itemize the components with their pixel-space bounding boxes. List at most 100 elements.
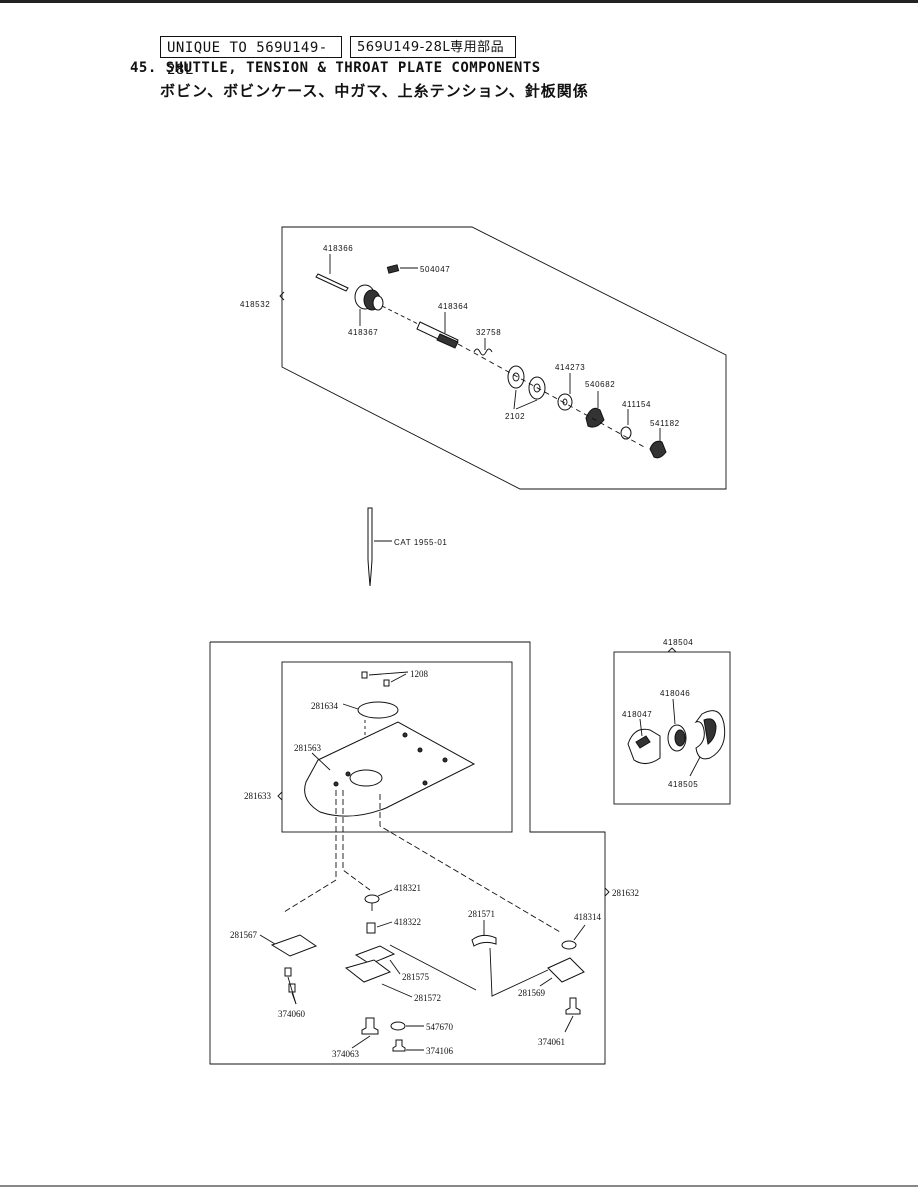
leader-418505 xyxy=(689,756,701,777)
shuttle-assembly-group: 418504 418046 418047 418505 xyxy=(613,638,731,805)
label-418047: 418047 xyxy=(622,710,652,719)
leader-418321 xyxy=(377,889,393,897)
plate-hole-5 xyxy=(333,781,339,787)
label-418046: 418046 xyxy=(660,689,690,698)
label-418504: 418504 xyxy=(663,638,693,647)
collar-418322 xyxy=(366,922,376,934)
screw-374060-a xyxy=(284,967,292,977)
label-32758: 32758 xyxy=(476,328,501,337)
leader-418314 xyxy=(573,924,586,941)
label-281572: 281572 xyxy=(414,993,441,1003)
label-418366: 418366 xyxy=(323,244,353,253)
label-281634: 281634 xyxy=(311,701,339,711)
washer-414273 xyxy=(557,393,573,411)
leader-281634 xyxy=(342,703,359,710)
label-1208: 1208 xyxy=(410,669,429,679)
label-418321: 418321 xyxy=(394,883,421,893)
screw-374063 xyxy=(361,1017,379,1035)
label-374063: 374063 xyxy=(332,1049,360,1059)
lever-281572 xyxy=(344,959,392,983)
plate-hole-2 xyxy=(417,747,423,753)
leader-281567 xyxy=(259,934,276,945)
label-needle: CAT 1955-01 xyxy=(394,538,447,547)
leader-418322 xyxy=(376,921,393,928)
plate-hole-6 xyxy=(345,771,351,777)
connector-418321 xyxy=(342,790,371,891)
throat-plate-group: 281633 281632 1208 281634 281563 xyxy=(209,641,639,1065)
label-504047: 504047 xyxy=(420,265,450,274)
label-374106: 374106 xyxy=(426,1046,454,1056)
bobbin-case-418047 xyxy=(627,728,661,764)
screw-374061 xyxy=(565,997,581,1015)
screw-1208-b xyxy=(383,679,390,687)
unique-to-box: UNIQUE TO 569U149-28L xyxy=(160,36,342,78)
tension-assembly-brace xyxy=(279,291,285,301)
label-547670: 547670 xyxy=(426,1022,454,1032)
feed-plate-281634 xyxy=(357,701,399,719)
leader-2102-b xyxy=(515,399,538,410)
plate-281575 xyxy=(354,945,396,965)
brace-281633 xyxy=(277,791,283,801)
throat-plate-281563 xyxy=(304,721,476,817)
tension-disc-hole-a xyxy=(512,372,520,382)
connector-281569 xyxy=(489,947,549,997)
leader-281575 xyxy=(389,959,401,975)
unique-label-jp: 569U149-28L専用部品 xyxy=(357,40,505,55)
label-411154: 411154 xyxy=(622,400,651,409)
throat-plate-inner-box xyxy=(281,661,513,833)
leader-281572 xyxy=(381,983,413,998)
axis-dash-2 xyxy=(457,343,647,449)
label-374061: 374061 xyxy=(538,1037,565,1047)
leader-374060-b xyxy=(291,992,297,1005)
spring-32758 xyxy=(473,348,493,356)
leader-281563 xyxy=(311,752,331,771)
label-374060: 374060 xyxy=(278,1009,306,1019)
lever-281569 xyxy=(547,957,585,983)
leader-374061 xyxy=(564,1015,574,1033)
label-540682: 540682 xyxy=(585,380,615,389)
label-418364: 418364 xyxy=(438,302,468,311)
bobbin-case-latch xyxy=(635,735,651,749)
label-281563: 281563 xyxy=(294,743,322,753)
label-281632: 281632 xyxy=(612,888,639,898)
connector-281571 xyxy=(389,944,477,991)
unique-label: UNIQUE TO 569U149-28L xyxy=(167,40,328,78)
axis-dash-1 xyxy=(381,305,421,326)
label-414273: 414273 xyxy=(555,363,585,372)
label-281575: 281575 xyxy=(402,972,430,982)
throat-plate-outer-box xyxy=(209,641,606,1065)
bushing-418321 xyxy=(364,894,380,904)
screw-504047 xyxy=(386,264,400,274)
leader-418046 xyxy=(672,698,676,725)
label-281569: 281569 xyxy=(518,988,546,998)
hook-inner xyxy=(703,718,717,745)
bracket-281567 xyxy=(270,934,318,957)
knob-541182 xyxy=(649,440,667,459)
leader-1208-b xyxy=(390,673,407,683)
connector-281567 xyxy=(283,790,337,913)
label-541182: 541182 xyxy=(650,419,680,428)
connector-418314 xyxy=(379,794,561,933)
brace-281632 xyxy=(604,887,610,897)
screw-374106 xyxy=(392,1039,406,1052)
plate-hole-3 xyxy=(442,757,448,763)
label-281567: 281567 xyxy=(230,930,258,940)
label-281571: 281571 xyxy=(468,909,495,919)
tension-assembly-group: 418532 418366 504047 418367 418364 xyxy=(240,226,727,490)
leader-1208-a xyxy=(368,671,409,676)
leader-374063 xyxy=(351,1035,371,1049)
section-title-jp: ボビン、ボビンケース、中ガマ、上糸テンション、針板関係 xyxy=(160,82,589,100)
pin-418366 xyxy=(315,273,349,292)
section-title: 45. SHUTTLE, TENSION & THROAT PLATE COMP… xyxy=(130,60,541,76)
spring-281571 xyxy=(471,934,497,947)
shuttle-assembly-box xyxy=(613,651,731,805)
tension-shaft-thread xyxy=(436,333,459,349)
tension-disc-hole-b xyxy=(533,383,541,393)
label-418314: 418314 xyxy=(574,912,602,922)
needle-hole-plate xyxy=(349,769,383,787)
leader-281569 xyxy=(539,977,553,987)
plate-hole-1 xyxy=(402,732,408,738)
label-418322: 418322 xyxy=(394,917,421,927)
